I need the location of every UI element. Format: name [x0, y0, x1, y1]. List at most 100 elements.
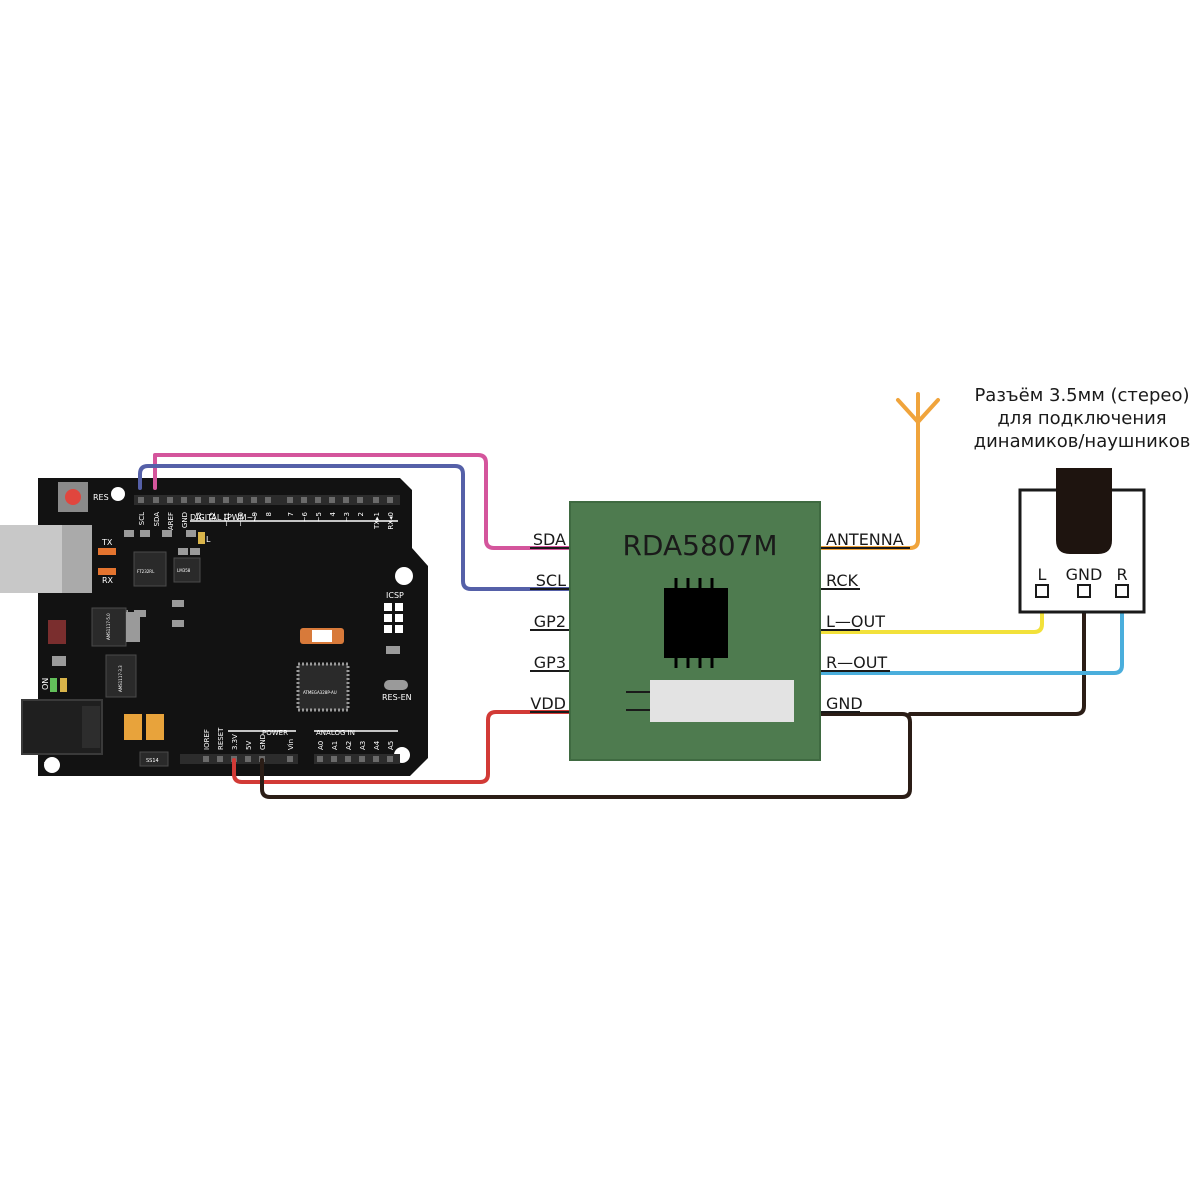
header-pin[interactable] — [373, 497, 379, 503]
jack-caption-line1: Разъём 3.5мм (стерео) — [974, 385, 1189, 406]
jack-pin-label: R — [1116, 565, 1127, 584]
top-pin-label: SDA — [153, 512, 161, 527]
l-led — [198, 532, 205, 544]
header-pin[interactable] — [387, 497, 393, 503]
header-pin[interactable] — [138, 497, 144, 503]
crystal-body — [312, 630, 332, 642]
wire-sda — [153, 453, 572, 550]
jack-caption-line3: динамиков/наушников — [974, 431, 1191, 452]
mcu-label: ATMEGA328P-AU — [303, 690, 337, 695]
top-pin-label: GND — [181, 512, 189, 528]
bottom-pin-label: Vin — [287, 739, 295, 750]
ss14-label: SS14 — [146, 758, 159, 764]
top-pin-label: ~11 — [223, 512, 231, 527]
module-pin-label-left: SDA — [533, 530, 566, 549]
jack-pin-r[interactable] — [1115, 584, 1129, 598]
header-pin[interactable] — [167, 497, 173, 503]
res-en-jumper[interactable] — [384, 680, 408, 690]
header-pin[interactable] — [331, 756, 337, 762]
regulator-5v-label: AMS1117-5.0 — [106, 613, 111, 640]
header-pin[interactable] — [195, 497, 201, 503]
rx-label: RX — [102, 576, 114, 585]
header-pin[interactable] — [343, 497, 349, 503]
header-pin[interactable] — [223, 497, 229, 503]
header-pin[interactable] — [315, 497, 321, 503]
l-label: L — [206, 535, 211, 544]
regulator-5v-tab — [126, 612, 140, 642]
header-pin[interactable] — [217, 756, 223, 762]
header-pin[interactable] — [373, 756, 379, 762]
top-pin-label: 8 — [265, 512, 273, 516]
header-pin[interactable] — [181, 497, 187, 503]
bottom-pin-label: IOREF — [203, 729, 211, 750]
bottom-pin-label: GND — [259, 734, 267, 750]
on-label: ON — [41, 678, 50, 690]
tx-led — [98, 548, 116, 555]
header-pin[interactable] — [203, 756, 209, 762]
header-pin[interactable] — [237, 497, 243, 503]
tantalum-cap — [124, 714, 142, 740]
jack-pin-l[interactable] — [1035, 584, 1049, 598]
res-en-label: RES-EN — [382, 693, 412, 702]
jack-pin-label: L — [1038, 565, 1047, 584]
wire-r-out — [818, 594, 1124, 675]
reset-button-cap[interactable] — [65, 489, 81, 505]
bottom-pin-label: A5 — [387, 741, 395, 750]
header-pin[interactable] — [329, 497, 335, 503]
module-pin-label-right: L—OUT — [826, 612, 885, 631]
top-pin-labels: SCLSDAAREFGND1312~11~10~987~6~54~32TX▸1R… — [138, 511, 395, 530]
header-pin[interactable] — [153, 497, 159, 503]
icsp-header[interactable] — [384, 603, 403, 633]
usb-chip — [133, 551, 167, 587]
analog-label: ANALOG IN — [316, 729, 355, 737]
power-label: POWER — [262, 729, 288, 737]
header-pin[interactable] — [387, 756, 393, 762]
audio-jack: Разъём 3.5мм (стерео) для подключения ди… — [974, 385, 1191, 614]
header-pin[interactable] — [209, 497, 215, 503]
bottom-header[interactable] — [180, 754, 400, 764]
header-pin[interactable] — [357, 497, 363, 503]
header-pin[interactable] — [287, 497, 293, 503]
wire-gnd — [260, 712, 912, 799]
module-pin-label-right: RCK — [826, 571, 858, 590]
top-header[interactable] — [134, 495, 400, 505]
module-pin-label-left: SCL — [536, 571, 566, 590]
header-pin[interactable] — [301, 497, 307, 503]
header-pin[interactable] — [359, 756, 365, 762]
bottom-pin-label: 5V — [245, 741, 253, 750]
arduino-board: RES TX RX L FT232RL LM358 — [0, 478, 428, 776]
top-pin-label: ~10 — [237, 512, 245, 527]
jack-pin-gnd[interactable] — [1077, 584, 1091, 598]
jack-caption-line2: для подключения — [997, 408, 1166, 429]
mount-hole — [44, 757, 60, 773]
top-pin-label: ~6 — [301, 511, 309, 522]
bottom-pin-label: 3.3V — [231, 734, 239, 750]
wire-scl — [138, 464, 572, 591]
header-pin[interactable] — [287, 756, 293, 762]
header-pin[interactable] — [251, 497, 257, 503]
header-pin[interactable] — [265, 497, 271, 503]
header-pin[interactable] — [345, 756, 351, 762]
opamp-chip-label: LM358 — [177, 568, 191, 573]
wire-gnd-jack — [908, 594, 1086, 716]
digital-label: DIGITAL (PWM~) — [190, 513, 256, 522]
vin-label: Vin — [44, 761, 57, 770]
module-pin-label-right: GND — [826, 694, 863, 713]
diode — [52, 656, 66, 666]
pad — [386, 646, 400, 654]
header-pin[interactable] — [317, 756, 323, 762]
mcu-chip — [296, 662, 350, 712]
on-led — [50, 678, 57, 692]
top-pin-label: ~5 — [315, 512, 323, 522]
wires — [138, 392, 1124, 799]
bottom-pin-label: A0 — [317, 741, 325, 750]
icsp-label: ICSP — [386, 591, 404, 600]
fuse — [48, 620, 66, 644]
module-pin-label-right: ANTENNA — [826, 530, 904, 549]
header-pin[interactable] — [245, 756, 251, 762]
